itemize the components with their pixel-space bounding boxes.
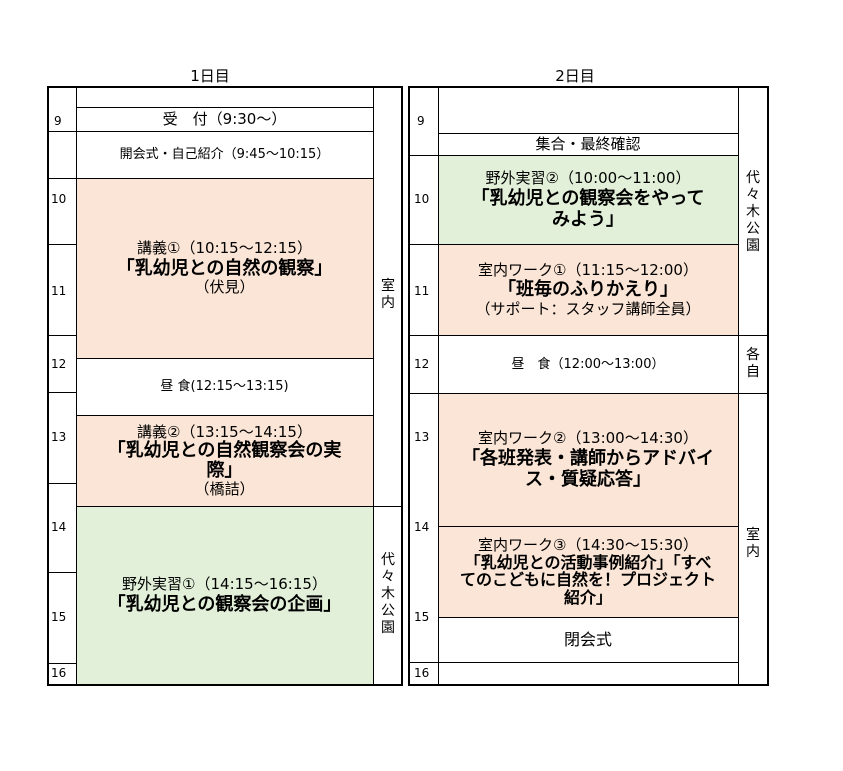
day1-field1: 野外実習①（14:15～16:15） 「乳幼児との観察会の企画」 [76, 507, 373, 684]
day2-hour-9: 9 [417, 114, 425, 128]
day1-lecture1: 講義①（10:15～12:15） 「乳幼児との自然の観察」 （伏見） [76, 179, 373, 358]
day1-hour-9: 9 [54, 114, 62, 128]
day1-opening: 開会式・自己紹介（9:45～10:15） [119, 147, 330, 163]
day2-field2-title-a: 「乳幼児との観察会をやって [471, 187, 705, 209]
day1-field1-bg [76, 506, 373, 684]
day1-field1-title: 「乳幼児との観察会の企画」 [107, 593, 342, 615]
day2-hour-13: 13 [414, 430, 430, 444]
day1-lecture2-title-b: 際」 [206, 460, 243, 481]
day2-hour-14: 14 [414, 520, 430, 534]
day2-hour-16: 16 [414, 666, 430, 680]
day2-work3: 室内ワーク③（14:30～15:30） 「乳幼児との活動事例紹介」「すべ てのこ… [438, 527, 738, 617]
day1-field1-time: 野外実習①（14:15～16:15） [122, 575, 327, 594]
day2-work2: 室内ワーク②（13:00～14:30） 「各班発表・講師からアドバイ ス・質疑応… [438, 394, 738, 526]
day2-label: 2日目 [555, 67, 595, 85]
day2-work3-title-b: てのこどもに自然を！プロジェクト [459, 570, 716, 590]
day2-hour-11: 11 [414, 284, 430, 298]
day2-work3-title-c: 紹介」 [563, 588, 612, 608]
day1-loc-indoor: 室内 [381, 278, 395, 311]
day1-lecture2-time: 講義②（13:15～14:15） [137, 423, 312, 442]
day1-lecture2: 講義②（13:15～14:15） 「乳幼児との自然観察会の実 際」 （橋詰） [76, 416, 373, 506]
day2-hour-10: 10 [414, 192, 430, 206]
day2-work2-title-a: 「各班発表・講師からアドバイ [462, 447, 714, 469]
day1-hour-12: 12 [51, 357, 67, 371]
day2-loc-self: 各自 [746, 347, 760, 380]
day1-lecture1-bg [76, 178, 373, 358]
day1-reception: 受 付（9:30～） [162, 109, 287, 128]
day1-lunch: 昼 食(12:15～13:15) [160, 379, 289, 395]
day1-lecture1-time: 講義①（10:15～12:15） [137, 239, 312, 258]
day1-loc-park: 代々木公園 [381, 552, 395, 636]
day1-hour-14: 14 [51, 520, 67, 534]
day2-work1-support: （サポート：スタッフ講師全員） [475, 299, 701, 318]
day2-field2-time: 野外実習②（10:00～11:00） [485, 168, 691, 187]
day2-work1: 室内ワーク①（11:15～12:00） 「班毎のふりかえり」 （サポート：スタッ… [438, 245, 738, 335]
day2-work1-title: 「班毎のふりかえり」 [498, 279, 678, 301]
day1-hour-16: 16 [51, 666, 67, 680]
day2-work3-time: 室内ワーク③（14:30～15:30） [478, 535, 698, 554]
day1-lecture2-speaker: （橋詰） [194, 480, 255, 499]
day1-hour-10: 10 [51, 192, 67, 206]
day1-hour-11: 11 [51, 284, 67, 298]
day2-hour-15: 15 [414, 610, 430, 624]
day2-work1-time: 室内ワーク①（11:15～12:00） [478, 260, 698, 279]
day1-hour-15: 15 [51, 610, 67, 624]
day2-loc-park: 代々木公園 [746, 170, 760, 254]
day1-lecture2-title-a: 「乳幼児との自然観察会の実 [107, 439, 342, 461]
day2-work3-title-a: 「乳幼児との活動事例紹介」「すべ [464, 552, 712, 572]
day2-work2-title-b: ス・質疑応答」 [525, 468, 651, 490]
day2-work1-bg [438, 244, 738, 335]
day2-work23-bg [438, 393, 738, 617]
day2-loc-indoor: 室内 [746, 527, 760, 560]
day2-closing: 閉会式 [563, 629, 612, 649]
day1-lecture1-speaker: （伏見） [194, 278, 255, 297]
day2-field2-title-b: みよう」 [552, 208, 624, 230]
day1-label: 1日目 [190, 67, 230, 85]
day2-hour-12: 12 [414, 357, 430, 371]
day1-frame [47, 86, 403, 686]
day2-lunch: 昼 食（12:00～13:00） [511, 356, 665, 372]
day2-field2-bg [438, 155, 738, 244]
day1-lecture2-bg [76, 415, 373, 506]
day1-hour-13: 13 [51, 430, 67, 444]
day2-gather: 集合・最終確認 [535, 134, 641, 153]
day2-work2-time: 室内ワーク②（13:00～14:30） [478, 428, 698, 447]
day2-frame [408, 86, 769, 686]
day1-lecture1-title: 「乳幼児との自然の観察」 [116, 257, 333, 279]
day2-field2: 野外実習②（10:00～11:00） 「乳幼児との観察会をやって みよう」 [438, 156, 738, 244]
